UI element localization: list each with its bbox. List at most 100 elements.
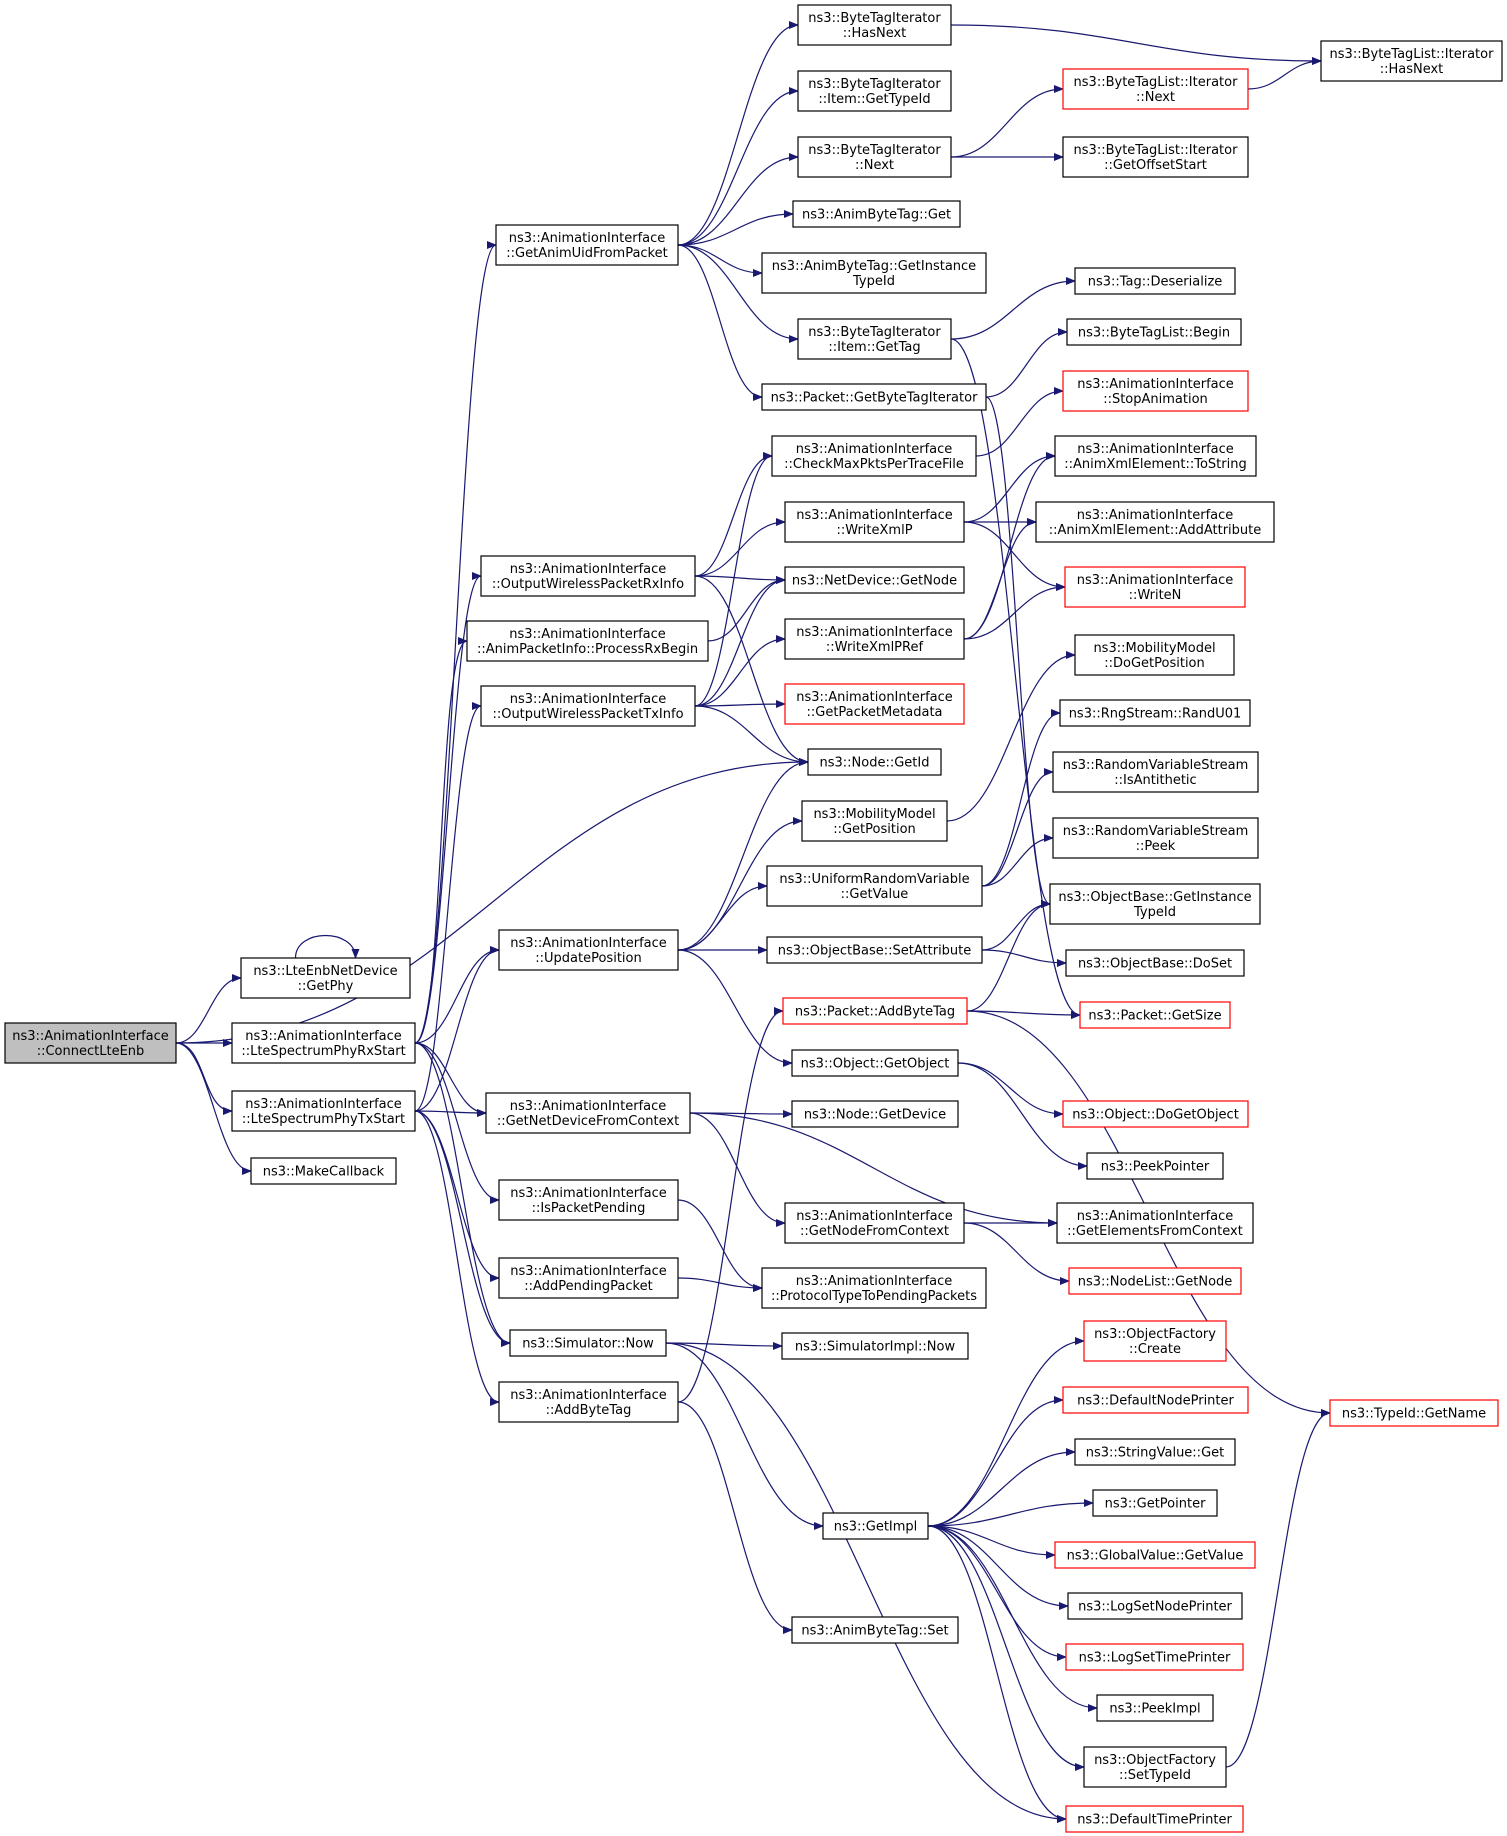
node-getImpl[interactable]: ns3::GetImpl — [822, 1512, 929, 1540]
node-lteRxStart[interactable]: ns3::AnimationInterface::LteSpectrumPhyR… — [231, 1022, 416, 1064]
node-box[interactable] — [240, 957, 411, 999]
node-box[interactable] — [498, 1381, 679, 1423]
node-logSetTimePrinter[interactable]: ns3::LogSetTimePrinter — [1065, 1643, 1244, 1671]
node-uniformGetValue[interactable]: ns3::UniformRandomVariable::GetValue — [766, 865, 983, 907]
node-box[interactable] — [782, 997, 968, 1025]
node-btlBegin[interactable]: ns3::ByteTagList::Begin — [1066, 318, 1242, 346]
node-makeCallback[interactable]: ns3::MakeCallback — [250, 1157, 397, 1185]
node-objectGetObject[interactable]: ns3::Object::GetObject — [791, 1049, 959, 1077]
node-animByteTagGet[interactable]: ns3::AnimByteTag::Get — [792, 200, 961, 228]
node-box[interactable] — [1329, 1399, 1499, 1427]
node-box[interactable] — [791, 1616, 959, 1644]
node-box[interactable] — [1064, 566, 1246, 608]
node-box[interactable] — [807, 748, 942, 776]
node-box[interactable] — [1083, 1746, 1227, 1788]
node-box[interactable] — [781, 1332, 969, 1360]
node-box[interactable] — [1059, 699, 1251, 727]
node-globalValueGetValue[interactable]: ns3::GlobalValue::GetValue — [1054, 1541, 1256, 1569]
node-stringValueGet[interactable]: ns3::StringValue::Get — [1074, 1438, 1236, 1466]
node-addByteTagAI[interactable]: ns3::AnimationInterface::AddByteTag — [498, 1381, 679, 1423]
node-getNetDevFromCtx[interactable]: ns3::AnimationInterface::GetNetDeviceFro… — [485, 1092, 691, 1134]
node-animByteTagSet[interactable]: ns3::AnimByteTag::Set — [791, 1616, 959, 1644]
node-box[interactable] — [495, 224, 679, 266]
node-objFactorySetTypeId[interactable]: ns3::ObjectFactory::SetTypeId — [1083, 1746, 1227, 1788]
node-simImplNow[interactable]: ns3::SimulatorImpl::Now — [781, 1332, 969, 1360]
node-defaultTimePrinter[interactable]: ns3::DefaultTimePrinter — [1065, 1805, 1244, 1833]
node-box[interactable] — [466, 620, 709, 662]
node-box[interactable] — [801, 800, 948, 842]
node-box[interactable] — [797, 4, 952, 46]
node-box[interactable] — [1079, 1001, 1231, 1029]
node-box[interactable] — [797, 136, 952, 178]
node-btlIterNext[interactable]: ns3::ByteTagList::Iterator::Next — [1062, 68, 1249, 110]
node-addPendingPacket[interactable]: ns3::AnimationInterface::AddPendingPacke… — [498, 1257, 679, 1299]
node-box[interactable] — [480, 555, 696, 597]
node-box[interactable] — [1049, 883, 1261, 925]
node-box[interactable] — [1054, 1541, 1256, 1569]
node-getElementsFromCtx[interactable]: ns3::AnimationInterface::GetElementsFrom… — [1056, 1202, 1254, 1244]
node-box[interactable] — [1086, 1152, 1224, 1180]
node-btiItemGetTag[interactable]: ns3::ByteTagIterator::Item::GetTag — [797, 318, 952, 360]
node-packetGetByteTagIt[interactable]: ns3::Packet::GetByteTagIterator — [761, 383, 987, 411]
node-box[interactable] — [791, 1049, 959, 1077]
node-packetAddByteTag[interactable]: ns3::Packet::AddByteTag — [782, 997, 968, 1025]
node-getAnimUid[interactable]: ns3::AnimationInterface::GetAnimUidFromP… — [495, 224, 679, 266]
node-box[interactable] — [784, 501, 965, 543]
node-box[interactable] — [231, 1022, 416, 1064]
node-box[interactable] — [1052, 751, 1259, 793]
node-box[interactable] — [498, 1179, 679, 1221]
node-box[interactable] — [1062, 136, 1249, 178]
node-typeIdGetName[interactable]: ns3::TypeId::GetName — [1329, 1399, 1499, 1427]
node-box[interactable] — [485, 1092, 691, 1134]
node-btlIterGetOffsetStart[interactable]: ns3::ByteTagList::Iterator::GetOffsetSta… — [1062, 136, 1249, 178]
node-xmlToString[interactable]: ns3::AnimationInterface::AnimXmlElement:… — [1054, 435, 1257, 477]
node-box[interactable] — [761, 252, 987, 294]
node-nodeGetId[interactable]: ns3::Node::GetId — [807, 748, 942, 776]
node-nodeListGetNode[interactable]: ns3::NodeList::GetNode — [1068, 1267, 1242, 1295]
node-box[interactable] — [231, 1090, 416, 1132]
node-isPacketPending[interactable]: ns3::AnimationInterface::IsPacketPending — [498, 1179, 679, 1221]
node-box[interactable] — [766, 865, 983, 907]
node-box[interactable] — [1062, 370, 1249, 412]
node-box[interactable] — [784, 566, 965, 594]
node-connectLteEnb[interactable]: ns3::AnimationInterface::ConnectLteEnb — [4, 1022, 177, 1064]
node-simNow[interactable]: ns3::Simulator::Now — [509, 1329, 667, 1357]
node-peekImpl[interactable]: ns3::PeekImpl — [1096, 1694, 1214, 1722]
node-box[interactable] — [1035, 501, 1275, 543]
node-btlIterHasNext[interactable]: ns3::ByteTagList::Iterator::HasNext — [1320, 40, 1503, 82]
node-box[interactable] — [771, 435, 977, 477]
node-btiNext[interactable]: ns3::ByteTagIterator::Next — [797, 136, 952, 178]
node-packetGetSize[interactable]: ns3::Packet::GetSize — [1079, 1001, 1231, 1029]
node-xmlAddAttribute[interactable]: ns3::AnimationInterface::AnimXmlElement:… — [1035, 501, 1275, 543]
node-writeXmlPRef[interactable]: ns3::AnimationInterface::WriteXmlPRef — [784, 618, 965, 660]
node-peekPointer[interactable]: ns3::PeekPointer — [1086, 1152, 1224, 1180]
node-writeXmlP[interactable]: ns3::AnimationInterface::WriteXmlP — [784, 501, 965, 543]
node-box[interactable] — [792, 200, 961, 228]
node-box[interactable] — [1065, 1805, 1244, 1833]
node-stopAnimation[interactable]: ns3::AnimationInterface::StopAnimation — [1062, 370, 1249, 412]
node-box[interactable] — [1066, 318, 1242, 346]
node-defaultNodePrinter[interactable]: ns3::DefaultNodePrinter — [1062, 1386, 1249, 1414]
node-objFactoryCreate[interactable]: ns3::ObjectFactory::Create — [1083, 1320, 1227, 1362]
node-box[interactable] — [761, 1267, 987, 1309]
node-box[interactable] — [797, 318, 952, 360]
node-objBaseDoSet[interactable]: ns3::ObjectBase::DoSet — [1065, 949, 1245, 977]
node-objectDoGetObject[interactable]: ns3::Object::DoGetObject — [1062, 1100, 1249, 1128]
node-box[interactable] — [1074, 1438, 1236, 1466]
node-box[interactable] — [1052, 817, 1259, 859]
node-mobilityGetPosition[interactable]: ns3::MobilityModel::GetPosition — [801, 800, 948, 842]
node-rvsPeek[interactable]: ns3::RandomVariableStream::Peek — [1052, 817, 1259, 859]
node-box[interactable] — [1074, 634, 1235, 676]
node-updatePosition[interactable]: ns3::AnimationInterface::UpdatePosition — [498, 929, 679, 971]
node-lteEnbGetPhy[interactable]: ns3::LteEnbNetDevice::GetPhy — [240, 957, 411, 999]
node-tagDeserialize[interactable]: ns3::Tag::Deserialize — [1074, 267, 1236, 295]
node-box[interactable] — [1065, 1643, 1244, 1671]
node-writeN[interactable]: ns3::AnimationInterface::WriteN — [1064, 566, 1246, 608]
node-processRxBegin[interactable]: ns3::AnimationInterface::AnimPacketInfo:… — [466, 620, 709, 662]
node-box[interactable] — [822, 1512, 929, 1540]
node-nodeGetDevice[interactable]: ns3::Node::GetDevice — [791, 1100, 959, 1128]
node-box[interactable] — [1074, 267, 1236, 295]
node-box[interactable] — [761, 383, 987, 411]
